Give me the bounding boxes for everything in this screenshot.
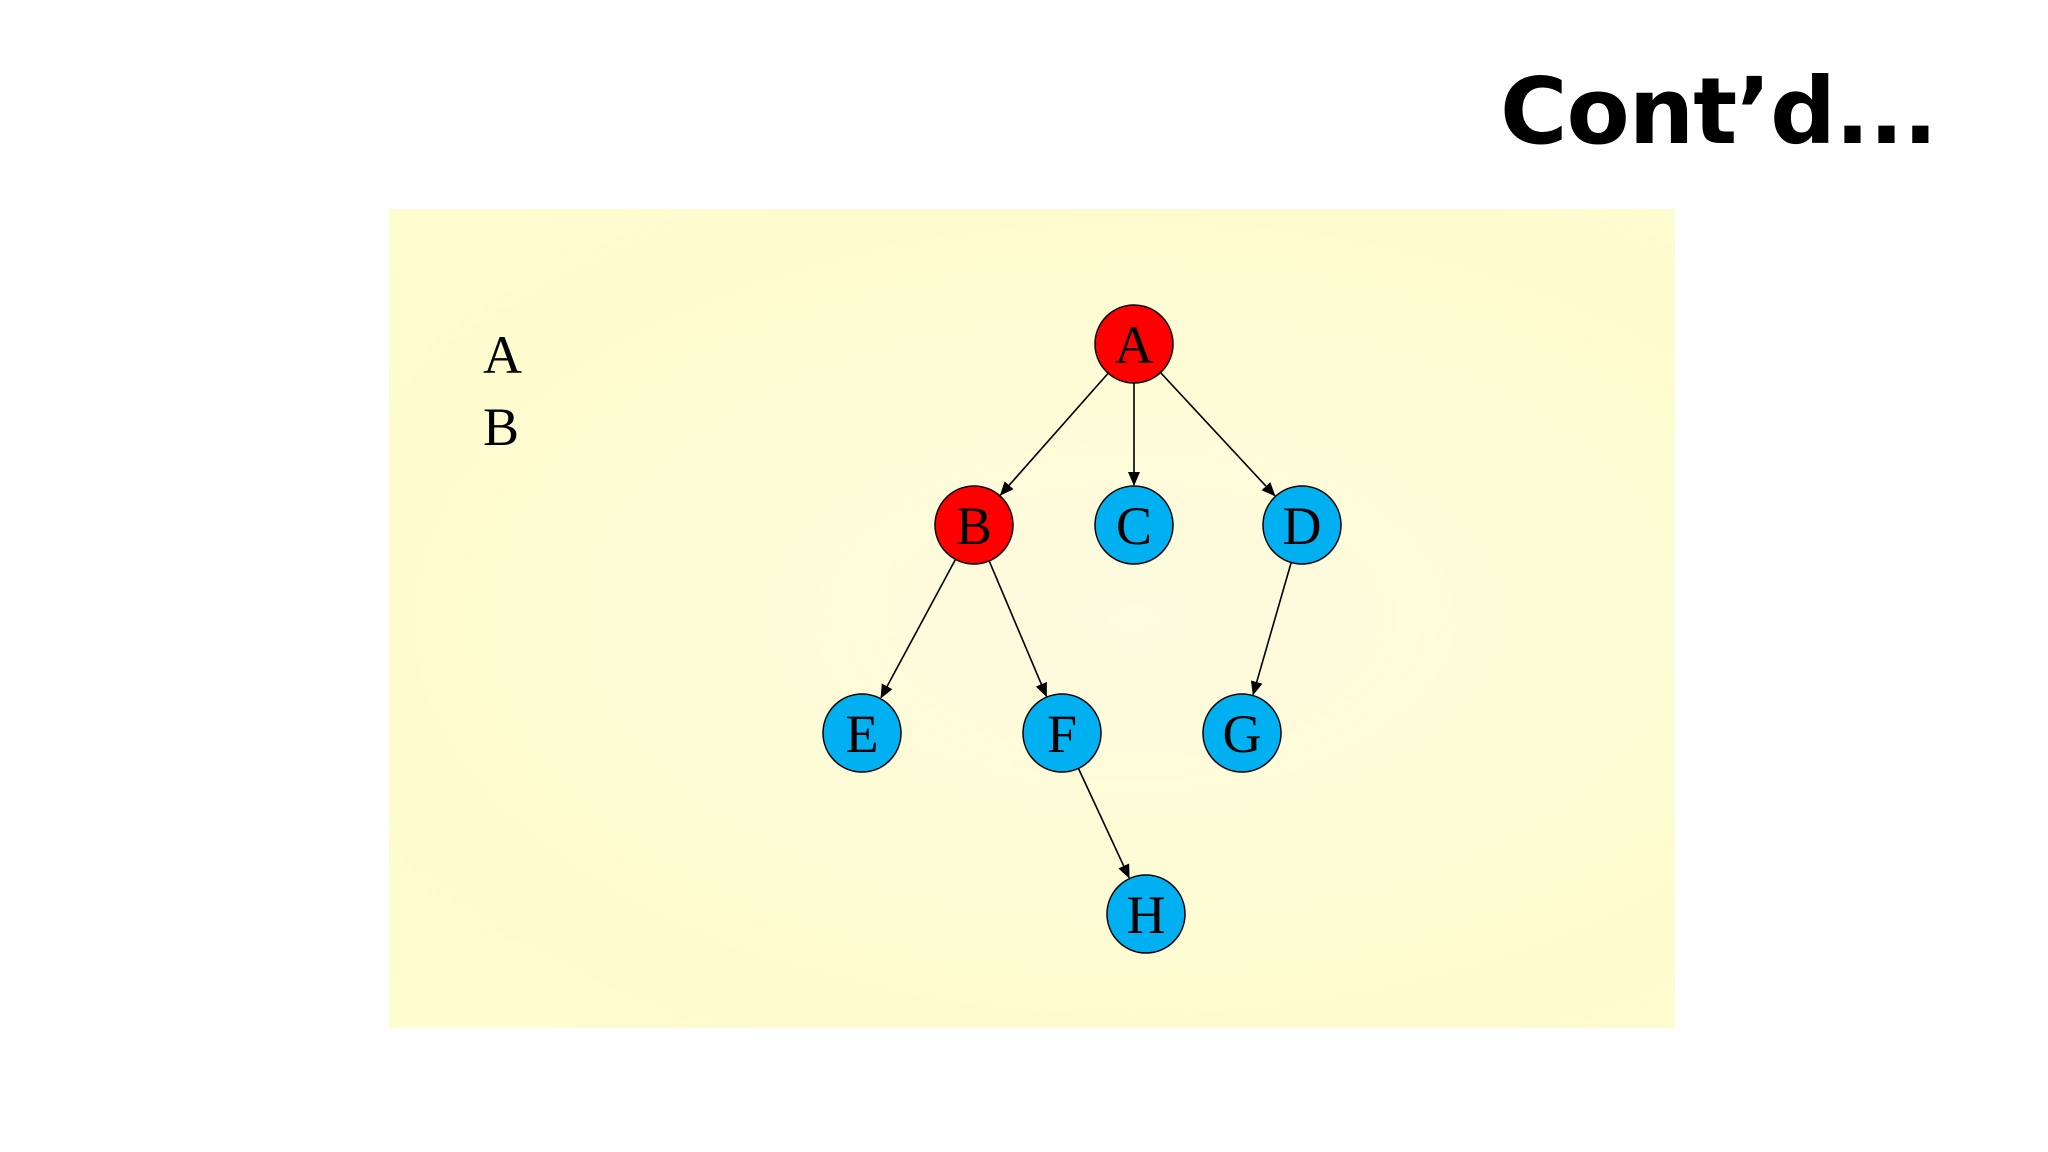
node-label: C <box>1116 496 1152 556</box>
visited-list: A B <box>483 319 522 463</box>
edge-b-e <box>880 558 957 699</box>
node-e: E <box>822 693 902 773</box>
visited-list-item: A <box>483 325 522 385</box>
node-circle <box>1202 693 1282 773</box>
edge-d-g <box>1250 562 1292 696</box>
node-d: D <box>1262 485 1342 565</box>
node-circle <box>822 693 902 773</box>
node-circle <box>1094 485 1174 565</box>
node-circle <box>1262 485 1342 565</box>
node-c: C <box>1094 485 1174 565</box>
node-h: H <box>1106 874 1186 954</box>
edges-layer <box>880 372 1292 879</box>
node-label: A <box>1115 315 1154 375</box>
node-f: F <box>1022 693 1102 773</box>
edge-b-f <box>988 560 1048 698</box>
visited-list-item: B <box>483 397 520 457</box>
node-circle <box>1106 874 1186 954</box>
graph-diagram: A B C D E F G H <box>822 304 1342 954</box>
node-label: D <box>1283 496 1322 556</box>
node-label: H <box>1127 885 1166 945</box>
edge-a-b <box>999 372 1109 496</box>
node-circle <box>934 485 1014 565</box>
node-label: F <box>1047 704 1077 764</box>
node-circle <box>1094 304 1174 384</box>
slide-title: Cont’d... <box>1500 58 1938 165</box>
edge-f-h <box>1077 768 1130 879</box>
node-a: A <box>1094 304 1174 384</box>
node-label: G <box>1223 704 1262 764</box>
node-circle <box>1022 693 1102 773</box>
node-label: E <box>846 704 879 764</box>
node-b: B <box>934 485 1014 565</box>
nodes-layer: A B C D E F G H <box>822 304 1342 954</box>
node-g: G <box>1202 693 1282 773</box>
node-label: B <box>956 496 992 556</box>
edge-a-d <box>1159 372 1276 497</box>
